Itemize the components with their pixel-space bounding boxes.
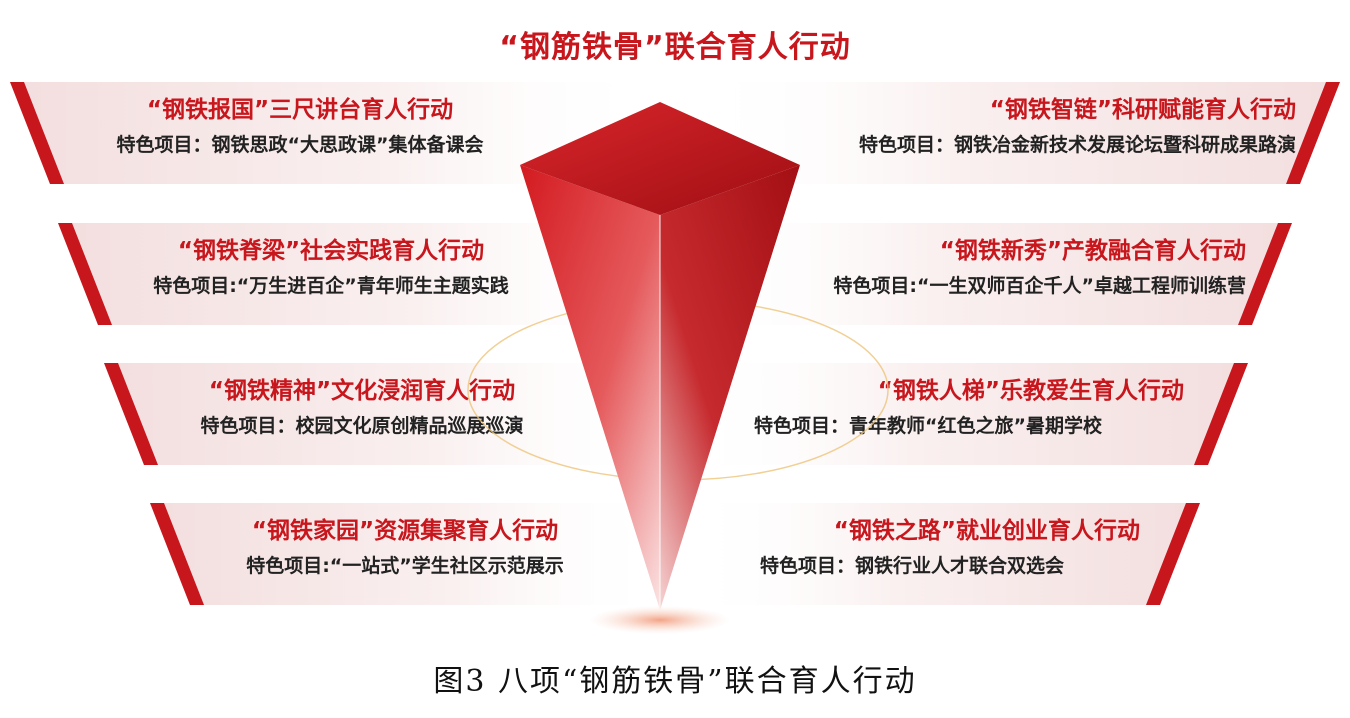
diagram-title: “钢筋铁骨”联合育人行动 xyxy=(499,30,851,65)
action-name: “钢铁人梯”乐教爱生育人行动 xyxy=(877,378,1184,404)
featured-project: 特色项目:“万生进百企”青年师生主题实践 xyxy=(153,275,509,297)
band-background xyxy=(10,82,650,184)
action-name: “钢铁脊梁”社会实践育人行动 xyxy=(177,238,485,264)
pyramid-glow xyxy=(590,606,730,634)
action-name: “钢铁新秀”产教融合育人行动 xyxy=(939,238,1246,264)
action-band-left-2: “钢铁脊梁”社会实践育人行动 特色项目:“万生进百企”青年师生主题实践 xyxy=(58,223,658,325)
action-name: “钢铁之路”就业创业育人行动 xyxy=(833,518,1140,544)
featured-project: 特色项目:“一生双师百企千人”卓越工程师训练营 xyxy=(833,275,1246,297)
action-name: “钢铁家园”资源集聚育人行动 xyxy=(251,518,559,544)
action-band-right-1: “钢铁智链”科研赋能育人行动 特色项目：钢铁冶金新技术发展论坛暨科研成果路演 xyxy=(700,82,1340,184)
action-band-right-2: “钢铁新秀”产教融合育人行动 特色项目:“一生双师百企千人”卓越工程师训练营 xyxy=(692,223,1292,325)
action-band-left-4: “钢铁家园”资源集聚育人行动 特色项目:“一站式”学生社区示范展示 xyxy=(150,503,660,605)
band-background xyxy=(690,503,1200,605)
figure-caption: 图3 八项“钢筋铁骨”联合育人行动 xyxy=(433,664,917,699)
action-band-left-1: “钢铁报国”三尺讲台育人行动 特色项目：钢铁思政“大思政课”集体备课会 xyxy=(10,82,650,184)
featured-project: 特色项目：钢铁行业人才联合双选会 xyxy=(760,555,1065,577)
action-band-left-3: “钢铁精神”文化浸润育人行动 特色项目：校园文化原创精品巡展巡演 xyxy=(104,363,664,465)
action-band-right-3: “钢铁人梯”乐教爱生育人行动 特色项目：青年教师“红色之旅”暑期学校 xyxy=(688,363,1248,465)
featured-project: 特色项目：钢铁思政“大思政课”集体备课会 xyxy=(116,134,484,156)
featured-project: 特色项目:“一站式”学生社区示范展示 xyxy=(246,555,564,577)
band-background xyxy=(700,82,1340,184)
featured-project: 特色项目：校园文化原创精品巡展巡演 xyxy=(200,415,524,437)
action-name: “钢铁智链”科研赋能育人行动 xyxy=(989,97,1296,123)
action-name: “钢铁精神”文化浸润育人行动 xyxy=(208,378,516,404)
featured-project: 特色项目：青年教师“红色之旅”暑期学校 xyxy=(754,415,1102,437)
action-band-right-4: “钢铁之路”就业创业育人行动 特色项目：钢铁行业人才联合双选会 xyxy=(690,503,1200,605)
action-name: “钢铁报国”三尺讲台育人行动 xyxy=(146,97,454,123)
featured-project: 特色项目：钢铁冶金新技术发展论坛暨科研成果路演 xyxy=(858,134,1296,156)
